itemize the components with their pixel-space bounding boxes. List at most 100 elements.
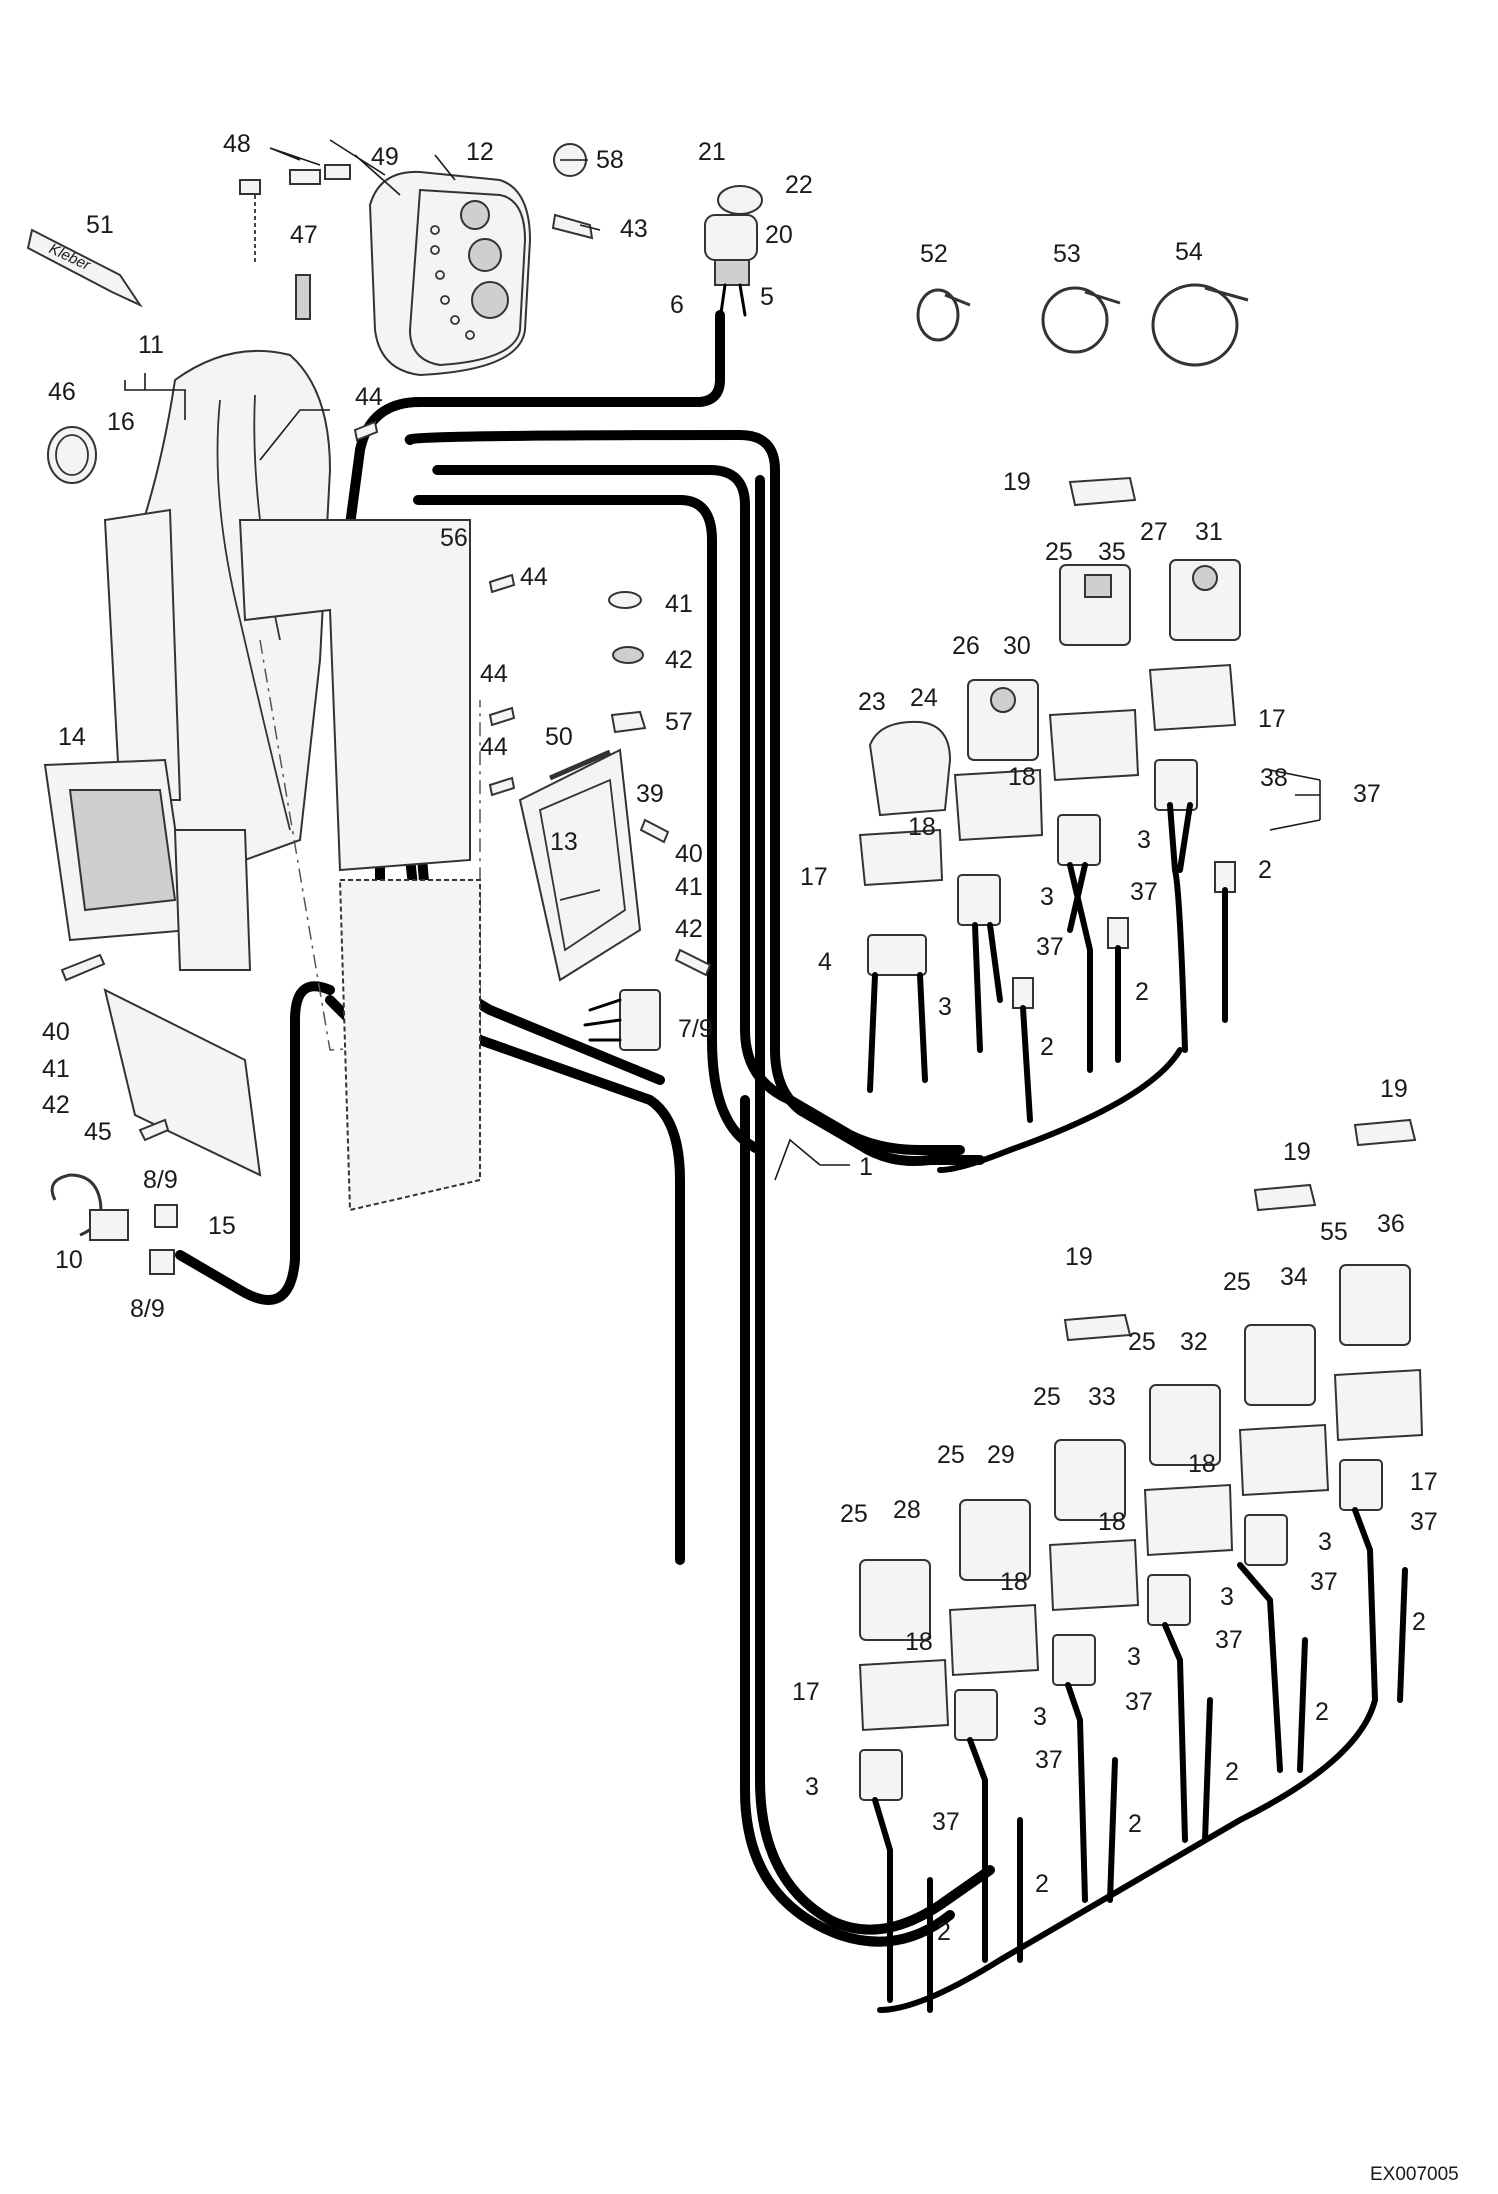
callout-37-l-f: 37 [932, 1808, 960, 1836]
callout-37-u-b: 37 [1130, 878, 1158, 906]
callout-14: 14 [58, 723, 86, 751]
callout-49: 49 [371, 143, 399, 171]
callout-25-l-e: 25 [840, 1500, 868, 1528]
callout-44-b: 44 [520, 563, 548, 591]
callout-18-l-a: 18 [1188, 1450, 1216, 1478]
callout-43: 43 [620, 215, 648, 243]
callout-35: 35 [1098, 538, 1126, 566]
callout-3-u-b: 3 [1040, 883, 1054, 911]
leader-lines [124, 139, 1321, 1181]
callout-25-l-d: 25 [937, 1441, 965, 1469]
bolts [60, 420, 712, 1142]
callout-37-l-c: 37 [1215, 1626, 1243, 1654]
callout-33: 33 [1088, 1383, 1116, 1411]
callout-42-c: 42 [42, 1091, 70, 1119]
callout-46: 46 [48, 378, 76, 406]
callout-22: 22 [785, 171, 813, 199]
callout-15: 15 [208, 1212, 236, 1240]
callout-42-a: 42 [665, 646, 693, 674]
callout-2-l-c: 2 [1225, 1758, 1239, 1786]
lower-panel-15 [103, 988, 262, 1177]
callout-2-u-b: 2 [1135, 978, 1149, 1006]
callout-52: 52 [920, 240, 948, 268]
callout-2-l-e: 2 [1035, 1870, 1049, 1898]
callout-56: 56 [440, 524, 468, 552]
callout-28: 28 [893, 1496, 921, 1524]
callout-37-l-b: 37 [1310, 1568, 1338, 1596]
callout-23: 23 [858, 688, 886, 716]
callout-19-l-c: 19 [1065, 1243, 1093, 1271]
callout-17-l-a: 17 [1410, 1468, 1438, 1496]
callout-41-a: 41 [665, 590, 693, 618]
callout-3-l-a: 3 [1318, 1528, 1332, 1556]
callout-17-u-b: 17 [800, 863, 828, 891]
drawing-code: EX007005 [1370, 2164, 1459, 2185]
callout-3-u-a: 3 [1137, 826, 1151, 854]
callout-40-a: 40 [675, 840, 703, 868]
callout-17-u-a: 17 [1258, 705, 1286, 733]
callout-5: 5 [760, 283, 774, 311]
callout-21: 21 [698, 138, 726, 166]
callout-8-9-b: 8/9 [130, 1295, 165, 1323]
callout-labels: 48 49 12 58 21 22 20 43 51 47 6 5 52 53 … [42, 130, 1438, 1946]
cable-tie-53 [1041, 286, 1121, 354]
callout-41-c: 41 [42, 1055, 70, 1083]
callout-48: 48 [223, 130, 251, 158]
callout-18-l-c: 18 [1000, 1568, 1028, 1596]
callout-34: 34 [1280, 1263, 1308, 1291]
lower-switch-group [858, 1118, 1424, 2013]
callout-25-l-b: 25 [1128, 1328, 1156, 1356]
callout-20: 20 [765, 221, 793, 249]
cable-tie-54 [1151, 283, 1249, 367]
connector-7-9 [583, 989, 661, 1051]
callout-11: 11 [138, 331, 164, 359]
callout-55: 55 [1320, 1218, 1348, 1246]
callout-8-9-a: 8/9 [143, 1166, 178, 1194]
callout-44-a: 44 [355, 383, 383, 411]
callout-45: 45 [84, 1118, 112, 1146]
callout-2-l-b: 2 [1315, 1698, 1329, 1726]
washer-41 [608, 591, 642, 609]
callout-32: 32 [1180, 1328, 1208, 1356]
side-panel-14 [43, 758, 252, 971]
callout-44-d: 44 [480, 733, 508, 761]
callout-18-l-d: 18 [905, 1628, 933, 1656]
callout-6: 6 [670, 291, 684, 319]
callout-2-l-d: 2 [1128, 1810, 1142, 1838]
callout-3-l-d: 3 [1033, 1703, 1047, 1731]
nut-57 [610, 710, 647, 734]
callout-19-l-b: 19 [1283, 1138, 1311, 1166]
callout-12: 12 [466, 138, 494, 166]
panel-13 [518, 748, 642, 982]
callout-41-b: 41 [675, 873, 703, 901]
callout-26: 26 [952, 632, 980, 660]
upper-switch-group [858, 476, 1241, 1173]
callout-18-u-a: 18 [1008, 763, 1036, 791]
callout-36: 36 [1377, 1210, 1405, 1238]
callout-3-l-c: 3 [1127, 1643, 1141, 1671]
callout-30: 30 [1003, 632, 1031, 660]
callout-3-u-c: 3 [938, 993, 952, 1021]
callout-27: 27 [1140, 518, 1168, 546]
callout-18-u-b: 18 [908, 813, 936, 841]
callout-29: 29 [987, 1441, 1015, 1469]
callout-19-u: 19 [1003, 468, 1031, 496]
socket-10 [50, 1173, 178, 1275]
callout-3-l-b: 3 [1220, 1583, 1234, 1611]
callout-13: 13 [550, 828, 578, 856]
callout-19-l-a: 19 [1380, 1075, 1408, 1103]
callout-54: 54 [1175, 238, 1203, 266]
callout-1: 1 [859, 1153, 873, 1181]
callout-37-u-a: 37 [1353, 780, 1381, 808]
callout-2-u-c: 2 [1040, 1033, 1054, 1061]
callout-24: 24 [910, 684, 938, 712]
callout-37-l-e: 37 [1035, 1746, 1063, 1774]
screw-43 [551, 213, 594, 240]
callout-25-u: 25 [1045, 538, 1073, 566]
callout-40-b: 40 [42, 1018, 70, 1046]
callout-42-b: 42 [675, 915, 703, 943]
bulbs-48 [239, 164, 351, 265]
callout-50: 50 [545, 723, 573, 751]
callout-3-l-e: 3 [805, 1773, 819, 1801]
